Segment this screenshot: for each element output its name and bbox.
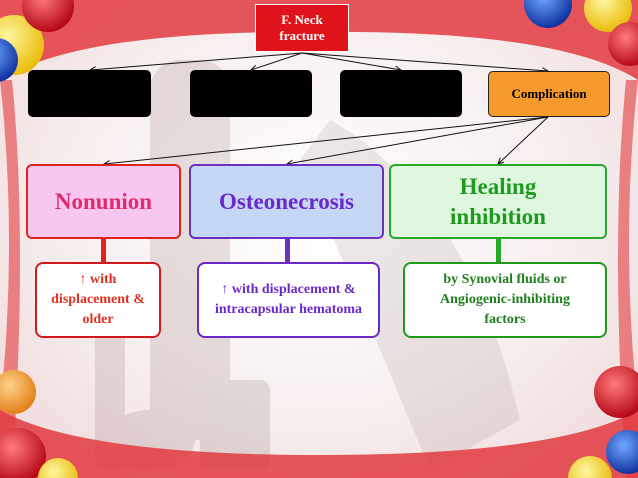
nonunion-node: Nonunion [26,164,181,239]
connector-root-to-complication [301,52,548,71]
connector-complication-to-nonunion [104,116,549,164]
complication-label: Complication [511,86,587,101]
connector-root-to-box2 [251,52,303,70]
osteonecrosis-detail-text: ↑ with displacement & intracapsular hema… [214,282,363,317]
nonunion-connector-bar [101,239,106,263]
hidden-box-1 [28,70,151,117]
hidden-box-3 [340,70,462,117]
hidden-box-2 [190,70,312,117]
healing-connector-bar [496,239,501,263]
connector-complication-to-osteonecrosis [287,116,549,164]
nonunion-detail-text: ↑ with displacement & older [51,272,145,327]
healing-inhibition-title: Healing inhibition [450,173,546,229]
osteonecrosis-title: Osteonecrosis [218,188,354,214]
connector-complication-to-healing [498,116,549,164]
root-node-label: F. Neck fracture [279,12,325,43]
osteonecrosis-node: Osteonecrosis [189,164,384,239]
healing-inhibition-node: Healing inhibition [389,164,607,239]
healing-inhibition-detail-text: by Synovial fluids or Angiogenic-inhibit… [440,272,570,327]
osteonecrosis-connector-bar [285,239,290,263]
osteonecrosis-detail: ↑ with displacement & intracapsular hema… [197,262,380,338]
connector-root-to-box1 [90,52,303,70]
complication-node: Complication [488,71,610,117]
connector-root-to-box3 [301,52,401,70]
nonunion-detail: ↑ with displacement & older [35,262,161,338]
nonunion-title: Nonunion [54,188,153,214]
healing-inhibition-detail: by Synovial fluids or Angiogenic-inhibit… [403,262,607,338]
root-node: F. Neck fracture [255,4,349,52]
